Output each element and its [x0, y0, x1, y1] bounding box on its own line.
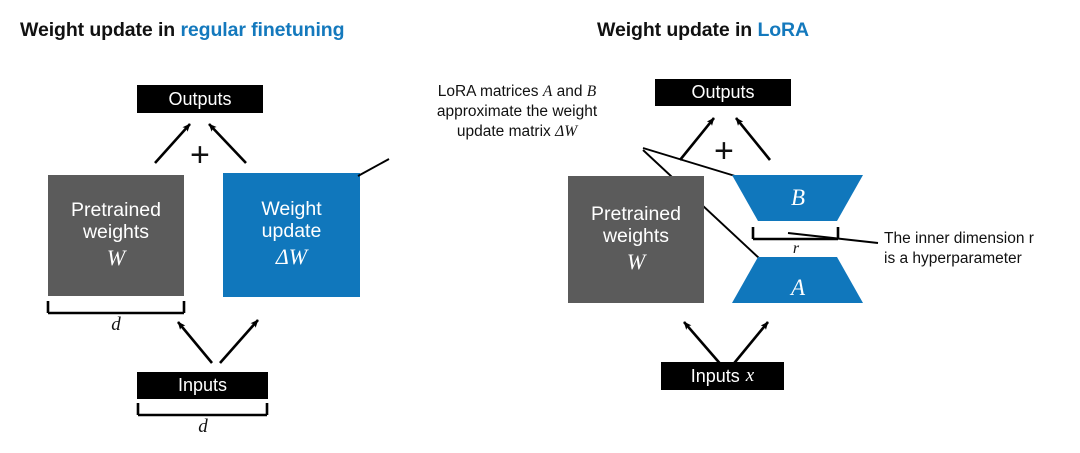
inner-dimension-annotation: The inner dimension r is a hyperparamete… [884, 229, 1034, 269]
left-weight-update-box[interactable]: Weight update ΔW [223, 173, 360, 297]
right-pretrained-symbol: W [626, 248, 646, 274]
left-update-line1: Weight [261, 198, 322, 221]
annot-line1-a: LoRA matrices [437, 83, 543, 100]
lora-matrices-annotation: LoRA matrices A and B approximate the we… [392, 82, 642, 141]
left-update-line2: update [261, 220, 322, 243]
matrix-b-label: B [790, 185, 806, 210]
annot-line3-a: update matrix [456, 122, 556, 140]
right-inputs-symbol: x [745, 365, 755, 387]
matrix-a-trapezoid[interactable] [730, 256, 866, 306]
annot-line1-sym-a: A [542, 83, 553, 100]
inner-dimension-bracket [751, 227, 840, 241]
left-inputs-width-bracket [136, 403, 269, 417]
right-pretrained-line2: weights [602, 224, 670, 247]
left-title-accent: regular finetuning [180, 19, 345, 41]
left-title-prefix: Weight update in [20, 19, 181, 41]
right-title-accent: LoRA [757, 19, 810, 41]
left-pretrained-weights-box[interactable]: Pretrained weights W [48, 175, 184, 296]
left-panel-title: Weight update in regular finetuning [20, 19, 344, 42]
matrix-a-label: A [790, 275, 806, 300]
left-pretrained-symbol: W [106, 244, 126, 270]
right-inputs-box[interactable]: Inputs x [661, 362, 784, 390]
annot-line1-b: and [552, 83, 587, 100]
left-outputs-box[interactable]: Outputs [137, 85, 263, 113]
right-inputs-text: Inputs [690, 365, 740, 386]
left-weights-width-label: d [111, 314, 121, 335]
left-plus-symbol: + [190, 136, 210, 174]
right-pretrained-line1: Pretrained [591, 202, 681, 225]
right-outputs-box[interactable]: Outputs [655, 79, 791, 106]
annot-line1-sym-b: B [586, 83, 597, 100]
left-update-symbol: ΔW [275, 244, 308, 270]
left-weights-width-bracket [46, 301, 186, 315]
left-inputs-box[interactable]: Inputs [137, 372, 268, 399]
inner-annot-line2: is a hyperparameter [884, 250, 1022, 268]
right-panel-title: Weight update in LoRA [597, 19, 809, 42]
right-plus-symbol: + [714, 132, 734, 170]
annot-line2: approximate the weight [436, 102, 598, 120]
left-pretrained-line2: weights [82, 220, 150, 243]
inner-annot-line1-a: The inner dimension [884, 230, 1029, 247]
left-inputs-width-label: d [198, 416, 208, 437]
matrix-b-trapezoid[interactable] [730, 174, 866, 224]
annot-line3-sym: ΔW [555, 122, 578, 140]
inner-annot-line1-sym: r [1028, 230, 1034, 247]
right-pretrained-weights-box[interactable]: Pretrained weights W [568, 176, 704, 303]
right-title-prefix: Weight update in [597, 19, 758, 41]
inner-dimension-label: r [792, 240, 800, 257]
left-pretrained-line1: Pretrained [71, 198, 161, 221]
